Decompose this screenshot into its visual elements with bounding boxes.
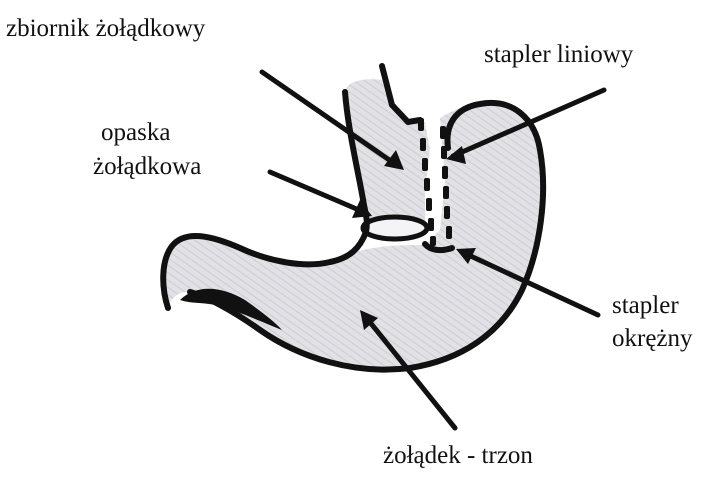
band-arrow <box>270 172 366 213</box>
label-gastric-pouch: zbiornik żołądkowy <box>6 14 205 44</box>
label-stomach-body: żołądek - trzon <box>383 441 533 471</box>
label-circular-stapler-line2: okrężny <box>612 322 693 355</box>
gastric-band <box>363 217 427 239</box>
label-circular-stapler-line1: stapler <box>612 289 693 322</box>
label-gastric-band-line1: opaska <box>93 116 201 150</box>
label-gastric-band-line2: żołądkowa <box>93 150 201 184</box>
label-circular-stapler: stapler okrężny <box>612 289 693 355</box>
label-linear-stapler: stapler liniowy <box>484 40 633 70</box>
label-gastric-band: opaska żołądkowa <box>93 116 201 184</box>
